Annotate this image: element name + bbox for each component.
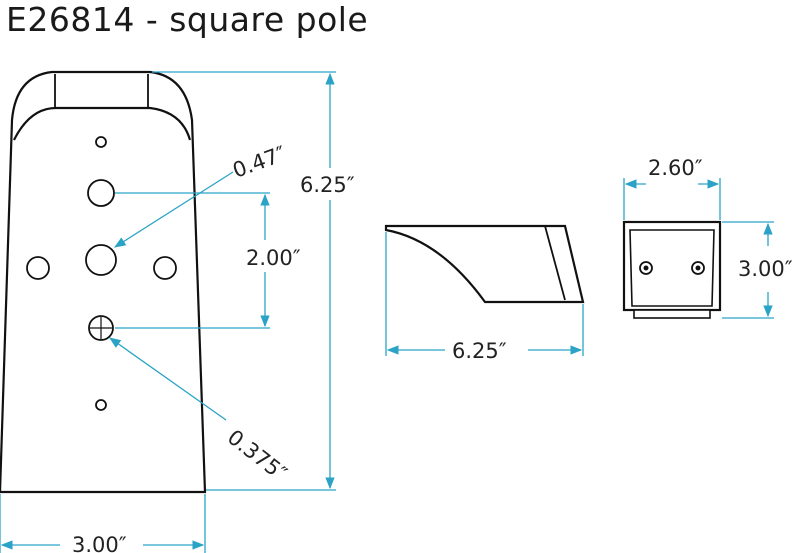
- side-length-dimension: 6.25″: [385, 232, 584, 363]
- front-width-dimension: 3.00″: [0, 494, 206, 553]
- front-height-dimension: 6.25″: [152, 71, 355, 491]
- end-width-dimension: 2.60″: [623, 156, 721, 220]
- end-height-dimension: 3.00″: [722, 221, 793, 319]
- end-screw-left-center: [643, 265, 649, 271]
- hole-diameter-label: 0.47″: [230, 141, 290, 182]
- hole-right: [153, 256, 177, 280]
- front-body-outline: [0, 70, 207, 494]
- end-height-label: 3.00″: [738, 257, 793, 281]
- end-inner-outline: [629, 229, 715, 307]
- side-length-label: 6.25″: [452, 339, 507, 363]
- end-body-outline: [622, 220, 722, 312]
- small-hole-top: [95, 136, 107, 148]
- side-body-outline: [384, 224, 585, 304]
- page-title: E26814 - square pole: [6, 0, 369, 39]
- side-view: [384, 224, 585, 304]
- side-face-edge: [544, 225, 566, 301]
- hole-spacing-dimension: 2.00″: [115, 192, 301, 329]
- front-height-label: 6.25″: [300, 173, 355, 197]
- end-base: [633, 309, 711, 319]
- front-width-label: 3.00″: [72, 533, 127, 553]
- hole-left: [26, 256, 50, 280]
- hole-center: [85, 244, 117, 276]
- hole-upper: [87, 179, 115, 207]
- small-hole-bottom: [95, 399, 107, 411]
- front-cap-curve: [13, 106, 192, 141]
- front-view: [0, 70, 207, 494]
- end-width-label: 2.60″: [648, 156, 703, 180]
- bolt-label: 0.375″: [223, 425, 291, 486]
- end-view: [622, 220, 722, 319]
- end-screw-right-center: [695, 265, 701, 271]
- hole-spacing-label: 2.00″: [246, 246, 301, 270]
